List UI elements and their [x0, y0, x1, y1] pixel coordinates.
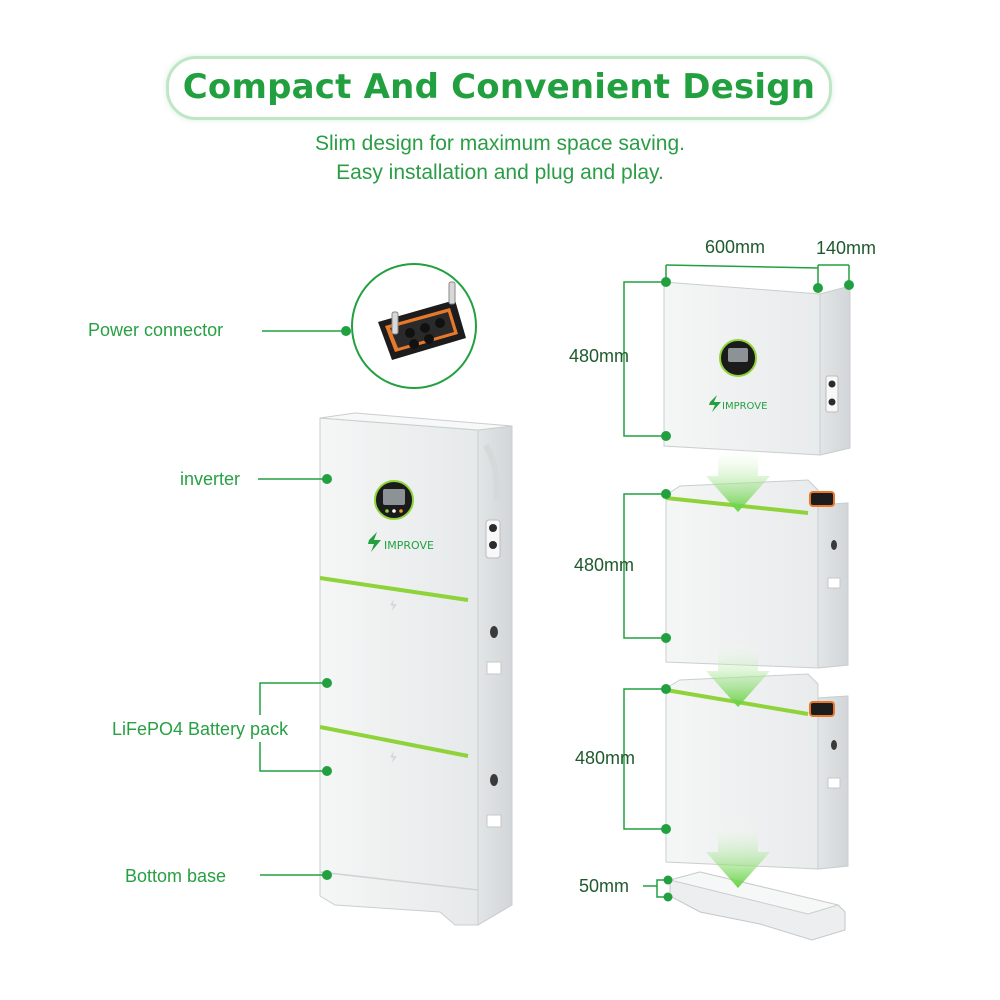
- display-icon: [374, 480, 414, 520]
- label-battery-pack: LiFePO4 Battery pack: [112, 719, 289, 739]
- battery-module-1: [665, 479, 849, 669]
- subtitle-line-2: Easy installation and plug and play.: [336, 161, 664, 184]
- brand-logo-icon: IMPROVE: [709, 395, 767, 412]
- assembly-arrows: [706, 445, 770, 888]
- assembled-stack: IMPROVE: [319, 412, 513, 926]
- callout-lines: [258, 326, 351, 880]
- power-connector-icon: [351, 263, 477, 389]
- dim-battery2-height: 480mm: [575, 748, 636, 768]
- dim-depth: 140mm: [816, 238, 877, 258]
- brand-logo-icon: IMPROVE: [368, 532, 434, 552]
- inverter-module: IMPROVE: [663, 281, 851, 456]
- dimension-lines: [623, 264, 854, 902]
- label-inverter: inverter: [180, 469, 241, 489]
- label-power-connector: Power connector: [88, 320, 224, 340]
- subtitle-line-1: Slim design for maximum space saving.: [315, 132, 685, 155]
- battery-module-2: [665, 673, 849, 870]
- label-bottom-base: Bottom base: [125, 866, 227, 886]
- title-pill: Compact And Convenient Design: [166, 56, 832, 120]
- separator-line: [319, 576, 469, 602]
- dim-width: 600mm: [705, 237, 766, 257]
- bottom-base: [669, 871, 846, 941]
- svg-text:IMPROVE: IMPROVE: [722, 401, 767, 412]
- dim-inverter-height: 480mm: [569, 346, 630, 366]
- separator-line: [319, 725, 469, 758]
- page-title: Compact And Convenient Design: [182, 67, 816, 107]
- brand-logo-text: IMPROVE: [384, 539, 434, 552]
- dim-battery1-height: 480mm: [574, 555, 635, 575]
- dim-base-height: 50mm: [579, 876, 630, 896]
